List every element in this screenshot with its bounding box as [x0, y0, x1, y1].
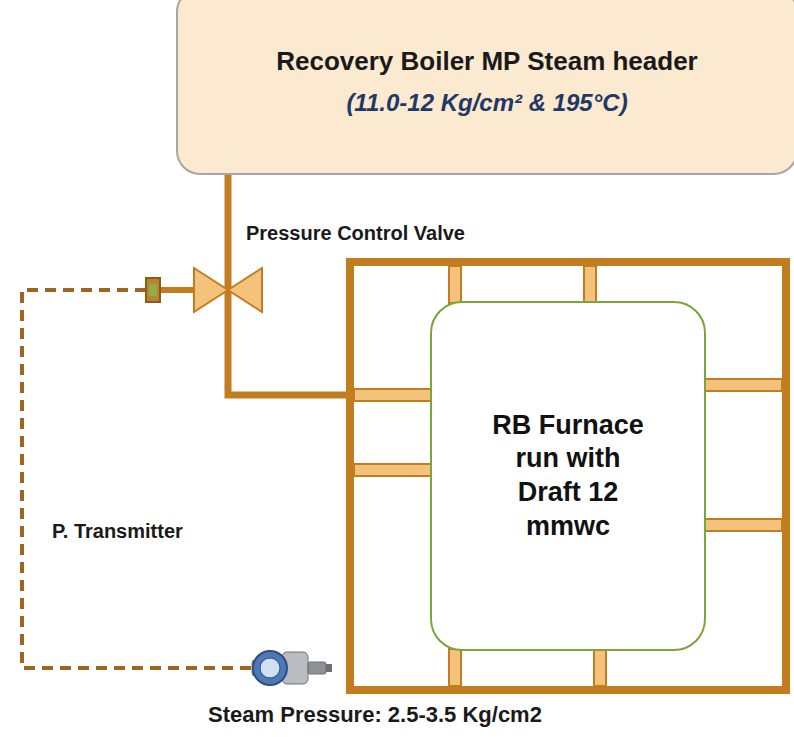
- transmitter-label: P. Transmitter: [52, 520, 183, 543]
- node-title: RB Furnace run with Draft 12 mmwc: [481, 409, 656, 544]
- valve-actuator: [146, 278, 160, 302]
- wall-tube: [449, 266, 461, 303]
- signal-line: [22, 290, 252, 668]
- valve-label: Pressure Control Valve: [246, 222, 465, 245]
- wall-tube: [584, 266, 596, 303]
- valve-actuator: [149, 284, 157, 296]
- furnace-frame: [350, 262, 786, 690]
- node-subtitle: (11.0-12 Kg/cm² & 195°C): [346, 88, 627, 118]
- wall-tube: [704, 379, 782, 391]
- wall-tube: [354, 464, 432, 476]
- wall-tube: [449, 649, 461, 686]
- steam-pipe: [228, 175, 430, 395]
- wall-tube: [704, 519, 782, 531]
- node-title: Recovery Boiler MP Steam header: [276, 45, 697, 78]
- valve-symbol: [228, 268, 262, 312]
- valve-stem: [160, 287, 196, 293]
- transmitter-icon: [252, 651, 332, 685]
- steam-header-box: Recovery Boiler MP Steam header (11.0-12 …: [176, 0, 794, 175]
- wall-tube: [354, 389, 432, 401]
- wall-tube: [594, 649, 606, 686]
- pressure-note: Steam Pressure: 2.5-3.5 Kg/cm2: [208, 702, 542, 728]
- valve-symbol: [194, 268, 228, 312]
- furnace-box: RB Furnace run with Draft 12 mmwc: [430, 301, 706, 651]
